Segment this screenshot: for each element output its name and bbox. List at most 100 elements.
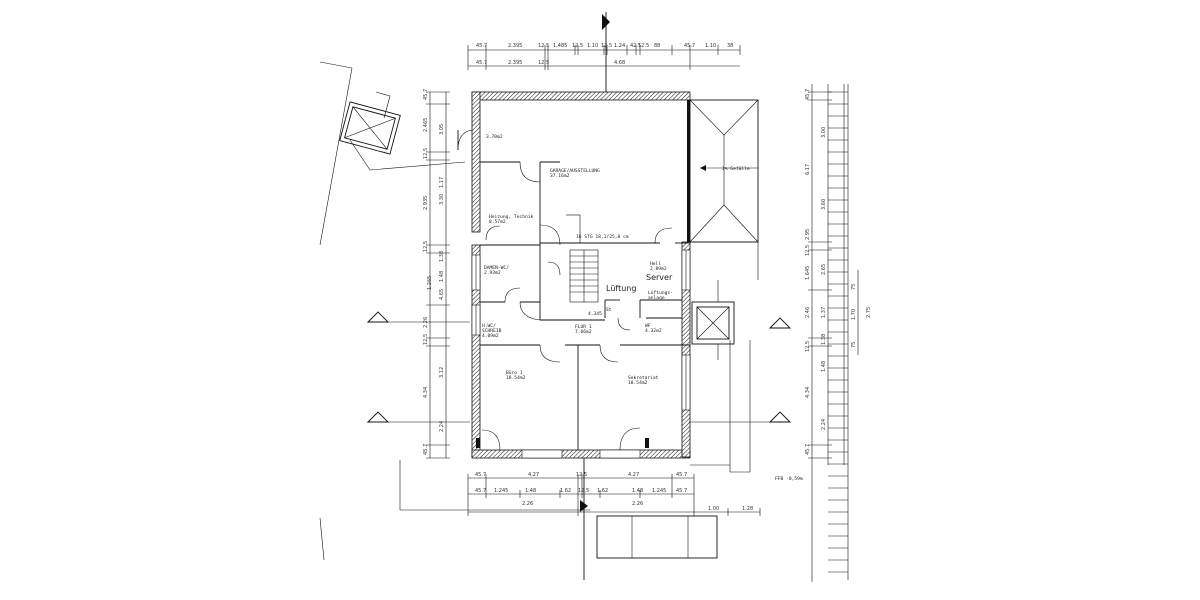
top-dim-6: 1.10 — [587, 43, 598, 49]
right-dim-4: 12.5 — [805, 245, 811, 256]
right-dim-5: 1.645 — [805, 266, 811, 280]
right-dimension-chains: 45.7 6.17 2.95 12.5 1.645 2.46 12.5 4.34… — [805, 84, 872, 582]
right-dim-9: 45.7 — [805, 444, 811, 455]
bottom-r2-dim-2: 1.245 — [494, 488, 508, 494]
bottom-r2-dim-4: 1.62 — [560, 488, 571, 494]
left-inner-dim-1: 3.05 — [439, 124, 445, 135]
server-area: 2.89m2 — [650, 266, 667, 272]
left-dimension-chains: 45.7 2.465 12.5 2.935 12.5 2.26 12.5 4.3… — [423, 89, 450, 459]
lueftung-note-1: Lüftungs- — [648, 290, 673, 296]
left-dim-6: 2.26 — [423, 317, 429, 328]
right-inner-dim-6: 1.48 — [821, 361, 827, 372]
bottom-dim-2: 4.27 — [528, 472, 539, 478]
bottom-dim-3: 12.5 — [576, 472, 587, 478]
top-dim-5: 12.5 — [572, 43, 583, 49]
bottom-r2-dim-1: 45.7 — [475, 488, 486, 494]
interior-walls — [480, 161, 690, 450]
flur-dimension: 4.345 — [588, 311, 602, 317]
flur-area: 7.66m2 — [575, 329, 592, 335]
heizung-area: 8.57m2 — [489, 219, 506, 225]
herren-wc-area: 4.09m2 — [482, 333, 499, 339]
garage-name: GARAGE/AUSSTELLUNG — [550, 168, 600, 174]
right-tick-ladder — [828, 84, 849, 580]
top-dim-3: 12.5 — [538, 43, 549, 49]
windows — [471, 249, 691, 459]
bottom-dim-4: 4.27 — [628, 472, 639, 478]
left-inner-dim-7: 1.265 — [427, 276, 433, 290]
left-dim-8: 4.34 — [423, 387, 429, 398]
entrance-platform — [399, 460, 718, 559]
right-inner-dim-4: 1.37 — [821, 307, 827, 318]
stair-annotation: 16 STG 18,1/25,0 cm — [576, 234, 629, 240]
ffb-annotation: FFB -0,59m — [775, 476, 803, 482]
top-dim-10: 12.5 — [638, 43, 649, 49]
top-dim-13: 1.10 — [705, 43, 716, 49]
top-dim-14: 38 — [727, 43, 733, 49]
herren-wc-sub: SCHREIB — [482, 328, 502, 334]
damen-wc-name: DAMEN-WC/ — [484, 265, 509, 271]
bottom-dimension-chains: 45.7 4.27 12.5 4.27 45.7 45.7 1.245 1.48… — [467, 472, 761, 516]
bottom-r3-dim-3: 1.00 — [708, 506, 719, 512]
left-inner-dim-4: 1.38 — [439, 251, 445, 262]
top-dim-r2-1: 45.7 — [476, 60, 487, 66]
left-inner-dim-9: 2.24 — [439, 421, 445, 432]
sekretariat-area: 18.54m2 — [628, 380, 648, 386]
exterior-walls — [471, 91, 691, 459]
left-dim-1: 45.7 — [423, 89, 429, 100]
bottom-r2-dim-9: 45.7 — [676, 488, 687, 494]
wf-area: 4.32m2 — [645, 328, 662, 334]
right-dim-1: 45.7 — [805, 89, 811, 100]
left-inner-dim-6: 4.65 — [439, 289, 445, 300]
annex-roof — [689, 99, 759, 280]
wf-name: WF — [645, 323, 651, 329]
left-dim-9: 45.7 — [423, 444, 429, 455]
top-dim-r2-2: 2.395 — [508, 60, 522, 66]
gefaelle-annotation: 1% Gefälle — [722, 166, 750, 172]
lueftung-note-2: anlage — [648, 295, 665, 301]
bottom-r2-dim-3: 1.48 — [525, 488, 536, 494]
st-annotation: St — [606, 307, 612, 313]
right-inner-dim-2: 3.60 — [821, 199, 827, 210]
top-dim-1: 45.7 — [476, 43, 487, 49]
right-inner-dim-1: 3.00 — [821, 127, 827, 138]
doors — [457, 129, 673, 451]
right-dim-8: 4.34 — [805, 387, 811, 398]
right-far-dim-2: 1.70 — [851, 309, 857, 320]
buero-area: 18.54m2 — [506, 375, 526, 381]
north-arrow-icon — [602, 12, 610, 92]
left-dim-5: 12.5 — [423, 241, 429, 252]
staircase — [566, 214, 599, 303]
top-dim-4: 1.485 — [553, 43, 567, 49]
left-inner-dim-5: 1.48 — [439, 271, 445, 282]
top-dim-11: 88 — [654, 43, 660, 49]
south-arrow-icon — [580, 458, 588, 580]
sekretariat-name: Sekretariat — [628, 375, 659, 381]
right-far-dim-3: 2.75 — [866, 307, 872, 318]
lueftung-label: Lüftung — [606, 284, 636, 293]
left-inner-dim-2: 1.17 — [439, 177, 445, 188]
top-dim-r2-4: 4.68 — [614, 60, 625, 66]
skylight-left — [319, 61, 466, 561]
herren-wc-name: H.WC/ — [482, 323, 496, 329]
garage-area: 37.16m2 — [550, 173, 570, 179]
server-label: Server — [646, 273, 673, 282]
exterior-ramp — [690, 340, 751, 473]
right-dim-2: 6.17 — [805, 164, 811, 175]
bottom-r3-dim-2: 2.26 — [632, 501, 643, 507]
left-inner-dim-3: 3.30 — [439, 194, 445, 205]
heizung-name: Heizung, Technik — [489, 214, 533, 220]
left-dim-2: 2.465 — [423, 118, 429, 132]
top-dim-r2-3: 12.5 — [538, 60, 549, 66]
bottom-r3-dim-4: 1.28 — [742, 506, 753, 512]
left-inner-dim-8: 3.12 — [439, 367, 445, 378]
damen-wc-area: 2.93m2 — [484, 270, 501, 276]
flur-name: FLUR 1 — [575, 324, 592, 330]
left-dim-3: 12.5 — [423, 148, 429, 159]
room-labels: 3.70m2 GARAGE/AUSSTELLUNG 37.16m2 Heizun… — [482, 134, 803, 482]
right-inner-dim-7: 2.24 — [821, 419, 827, 430]
level-marker-icon — [366, 311, 792, 423]
bottom-r2-dim-6: 1.62 — [597, 488, 608, 494]
buero-name: Büro 1 — [506, 370, 523, 376]
bottom-dim-1: 45.7 — [475, 472, 486, 478]
